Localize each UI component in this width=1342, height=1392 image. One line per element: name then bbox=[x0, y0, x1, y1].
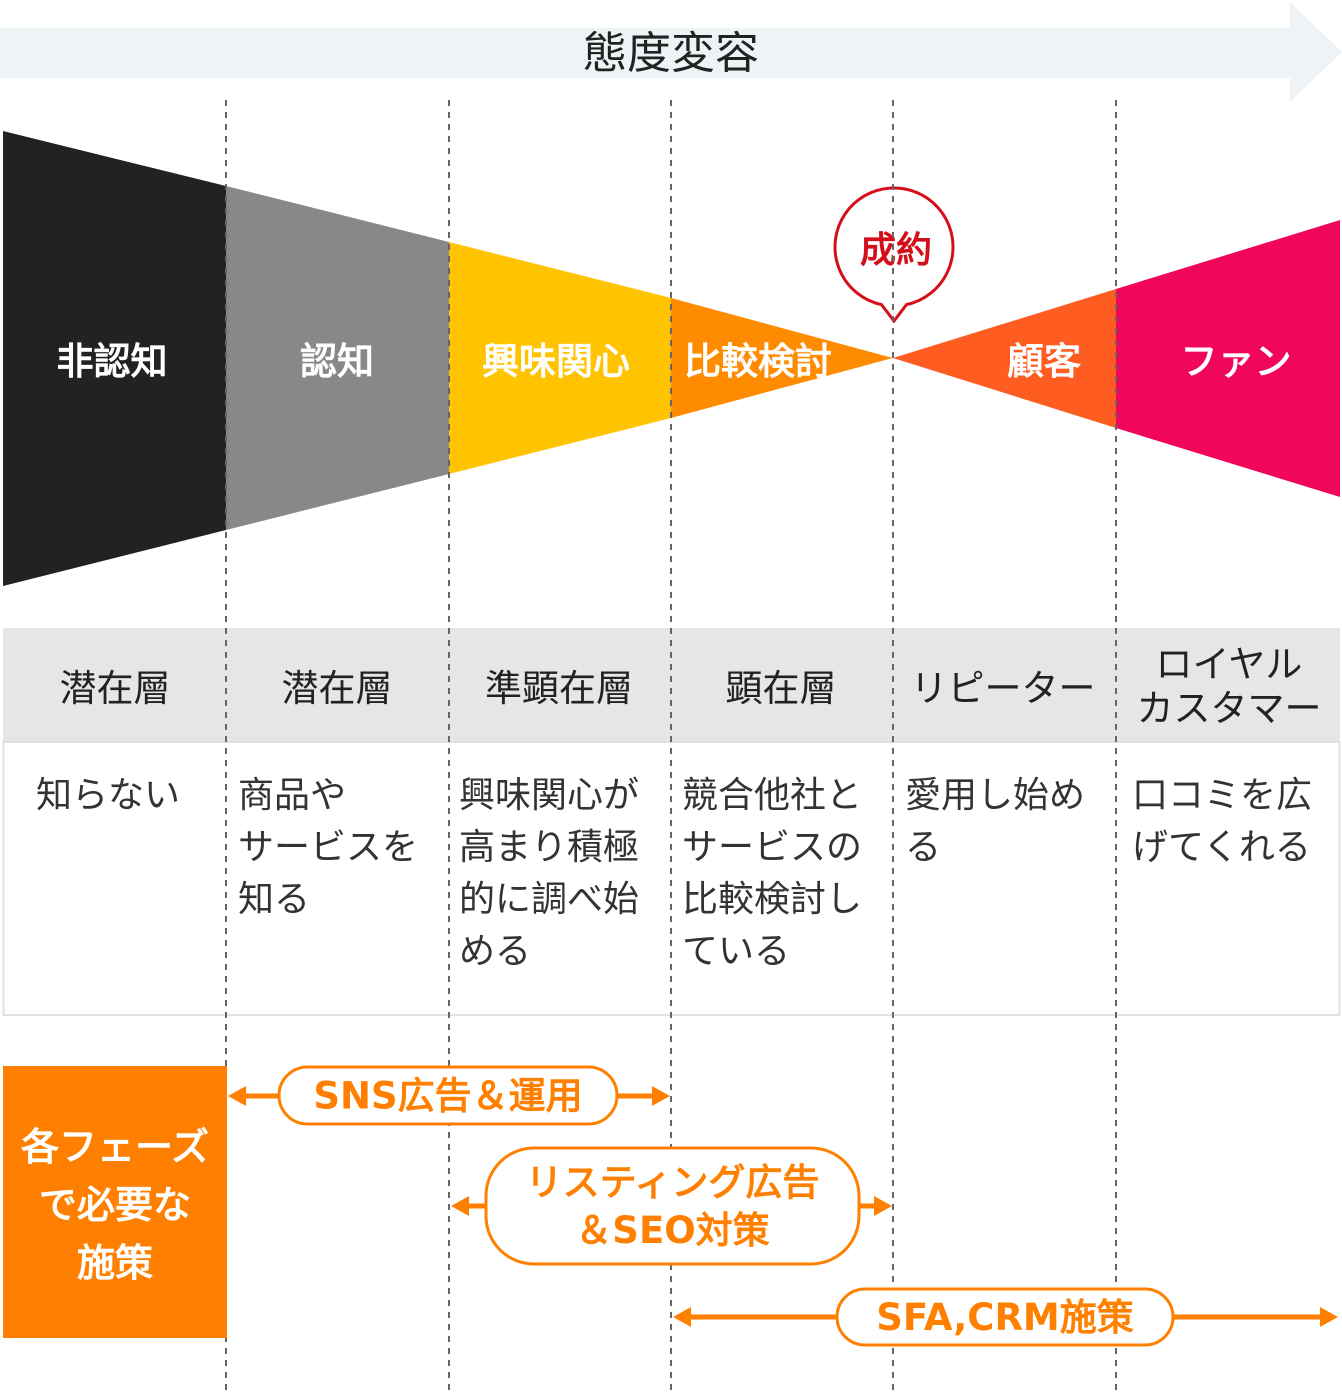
conversion-bubble: 成約 bbox=[833, 186, 955, 324]
layer-label: 準顕在層 bbox=[485, 667, 633, 710]
conversion-label: 成約 bbox=[860, 230, 932, 271]
measure-label: SFA,CRM施策 bbox=[876, 1296, 1134, 1339]
attitude-change-arrow: 態度変容 bbox=[0, 2, 1342, 102]
measures-box bbox=[3, 1066, 227, 1338]
measure-label: リスティング広告＆SEO対策 bbox=[526, 1161, 820, 1252]
layer-header-band bbox=[3, 628, 1340, 742]
funnel-label-comparison: 比較検討 bbox=[684, 340, 832, 383]
stage-description: 興味関心が高まり積極的に調べ始める bbox=[459, 775, 639, 972]
funnel-label-customer: 顧客 bbox=[1007, 340, 1081, 383]
funnel-stage-fan bbox=[1116, 220, 1340, 497]
arrow-head bbox=[228, 1086, 246, 1106]
measure-bar: リスティング広告＆SEO対策 bbox=[451, 1146, 892, 1266]
arrow-head bbox=[1320, 1307, 1338, 1327]
funnel-stage-unaware bbox=[3, 131, 226, 586]
funnel: 非認知 認知 興味関心 比較検討 顧客 ファン 成約 bbox=[3, 131, 1340, 586]
funnel-stage-customer bbox=[893, 289, 1116, 428]
arrow-head bbox=[451, 1196, 469, 1216]
measure-label: SNS広告＆運用 bbox=[313, 1075, 582, 1118]
layer-label: 顕在層 bbox=[726, 667, 837, 710]
funnel-stage-aware bbox=[226, 186, 449, 530]
layer-label: リピーター bbox=[911, 667, 1096, 710]
arrow-head bbox=[652, 1086, 670, 1106]
measures-label: 各フェーズで必要な施策 bbox=[21, 1125, 209, 1285]
measure-bar: SNS広告＆運用 bbox=[228, 1065, 670, 1126]
measure-bar: SFA,CRM施策 bbox=[673, 1287, 1338, 1347]
measure-pill bbox=[484, 1146, 861, 1266]
header-title: 態度変容 bbox=[583, 28, 759, 79]
funnel-label-fan: ファン bbox=[1181, 340, 1292, 383]
measure-pill bbox=[277, 1065, 619, 1126]
funnel-label-interest: 興味関心 bbox=[482, 340, 630, 383]
stage-description: 知らない bbox=[36, 775, 180, 816]
layer-label: ロイヤルカスタマー bbox=[1137, 643, 1322, 730]
funnel-label-aware: 認知 bbox=[300, 340, 374, 383]
stage-description: 口コミを広げてくれる bbox=[1132, 775, 1312, 868]
funnel-stage-interest bbox=[449, 242, 671, 474]
layer-label: 潜在層 bbox=[282, 667, 393, 710]
funnel-label-unaware: 非認知 bbox=[57, 340, 168, 383]
arrow-head bbox=[673, 1307, 691, 1327]
stage-description: 愛用し始める bbox=[905, 775, 1085, 868]
arrow-head bbox=[874, 1196, 892, 1216]
layer-label: 潜在層 bbox=[60, 667, 171, 710]
funnel-stage-comparison bbox=[671, 298, 893, 418]
stage-description: 商品やサービスを知る bbox=[238, 775, 418, 920]
measure-pill bbox=[835, 1287, 1175, 1347]
stage-description: 競合他社とサービスの比較検討している bbox=[682, 775, 862, 972]
